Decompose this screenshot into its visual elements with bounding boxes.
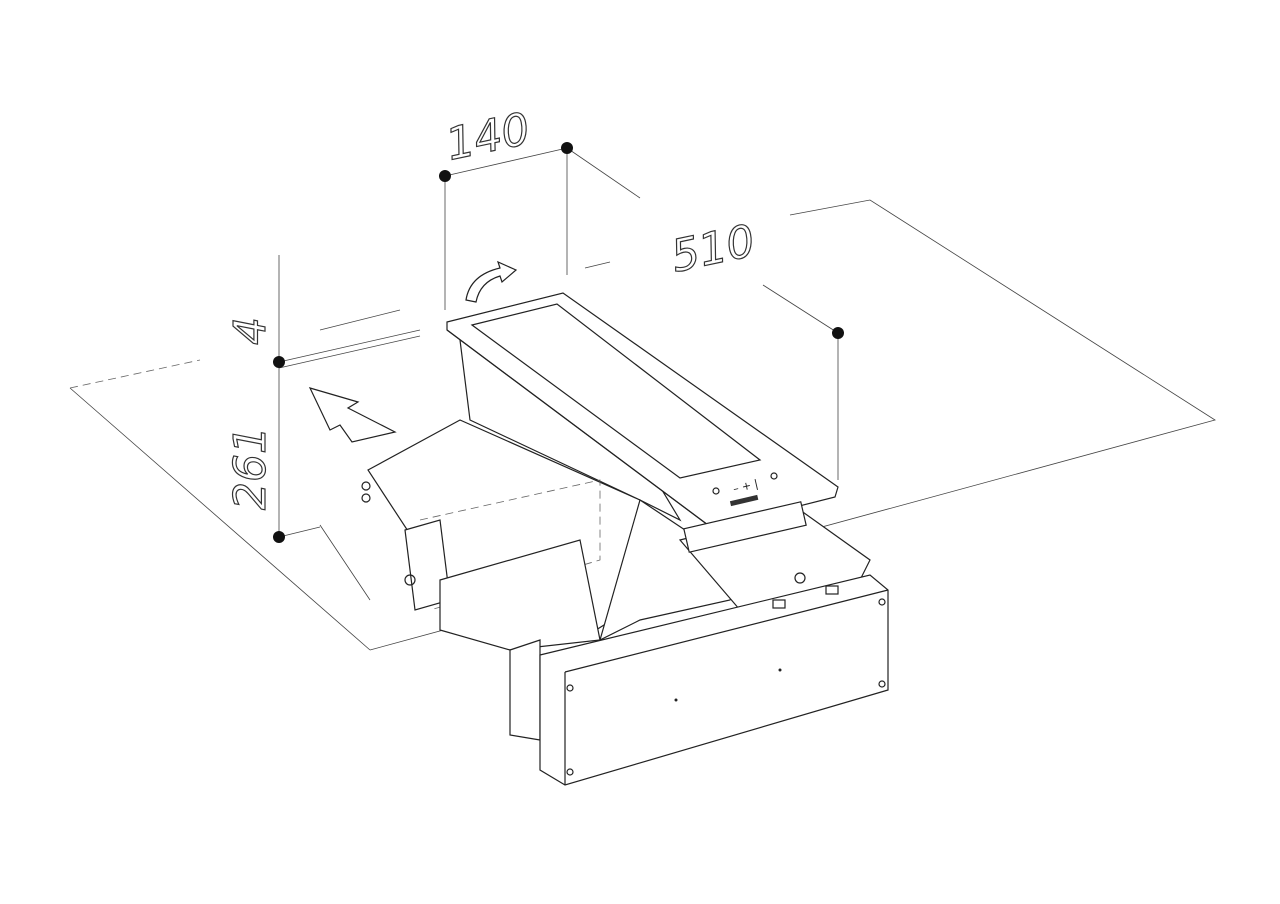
brand-logo [729,494,759,507]
dimension-label-4: 4 [225,317,276,345]
dimension-label-261: 261 [225,426,276,510]
rotate-arrow-icon [465,260,518,303]
downdraft-hood-body [361,338,889,786]
dimension-point [561,142,573,154]
dimension-height: 4 261 [224,255,421,543]
dimension-point [439,170,451,182]
dimension-point [273,356,285,368]
control-panel: – + | [446,292,839,553]
panel-controls-label: – + | [732,477,760,495]
dimension-label-510: 510 [667,215,760,282]
dimension-140: 140 [439,103,641,310]
boost-button-icon [770,472,778,480]
insert-direction-arrow-icon [308,387,397,443]
power-button-icon [712,487,720,495]
dimension-label-140: 140 [442,103,535,170]
dimension-point [273,531,285,543]
dimension-point [832,327,844,339]
